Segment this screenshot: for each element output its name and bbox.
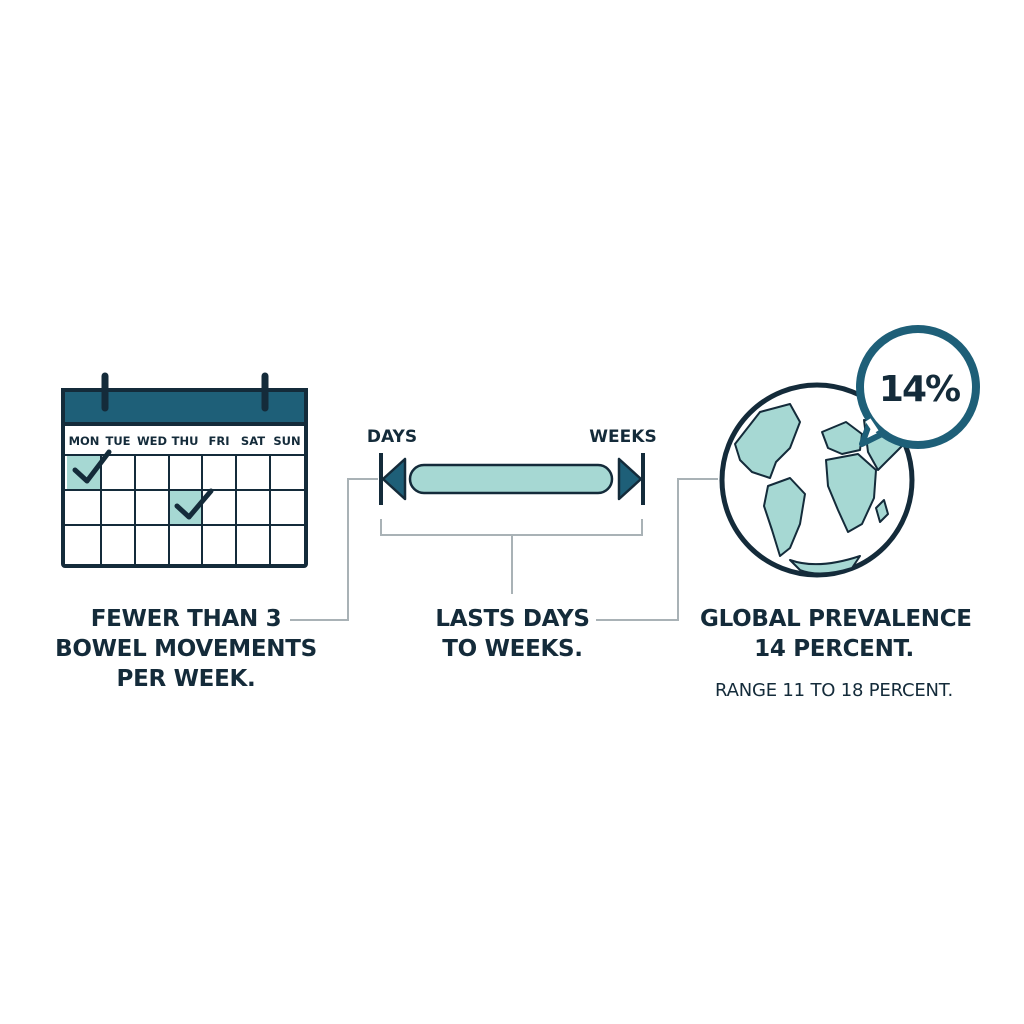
prevalence-badge-value: 14% [879, 369, 960, 410]
check-mark-icon [72, 449, 112, 484]
duration-caption: LASTS DAYS TO WEEKS. [405, 604, 620, 664]
day-label-thu: THU [172, 434, 199, 448]
connector-timeline-to-globe [596, 478, 718, 621]
duration-range-bar [408, 463, 614, 495]
duration-timeline: DAYS WEEKS [367, 427, 657, 594]
prevalence-caption-line-1: GLOBAL PREVALENCE [700, 606, 972, 632]
day-label-sat: SAT [241, 434, 265, 448]
globe-icon: 14% [719, 325, 980, 578]
prevalence-caption-line-2: 14 PERCENT. [754, 636, 914, 662]
arrow-right-icon [617, 457, 643, 501]
prevalence-caption: GLOBAL PREVALENCE 14 PERCENT. [700, 604, 972, 664]
duration-start-label: DAYS [367, 427, 417, 447]
connector-lines [290, 478, 718, 621]
calendar-grid [63, 454, 306, 566]
duration-end-label: WEEKS [589, 427, 656, 447]
duration-caption-line-2: TO WEEKS. [442, 636, 583, 662]
calendar-caption: FEWER THAN 3 BOWEL MOVEMENTS PER WEEK. [40, 604, 332, 694]
calendar-caption-line-1: FEWER THAN 3 [90, 606, 282, 632]
day-label-sun: SUN [273, 434, 300, 448]
day-label-wed: WED [137, 434, 167, 448]
calendar-caption-line-2: BOWEL MOVEMENTS [55, 636, 317, 662]
calendar-caption-line-3: PER WEEK. [116, 666, 256, 692]
day-label-fri: FRI [209, 434, 230, 448]
duration-bracket [380, 519, 643, 594]
arrow-left-icon [381, 457, 407, 501]
connector-calendar-to-timeline [290, 478, 378, 621]
calendar-header-bar [61, 388, 308, 426]
day-label-mon: MON [69, 434, 100, 448]
check-mark-icon [174, 488, 214, 520]
duration-caption-line-1: LASTS DAYS [435, 606, 590, 632]
prevalence-range-note: RANGE 11 TO 18 PERCENT. [715, 680, 953, 701]
globe-landmasses [734, 403, 907, 575]
prevalence-bubble [856, 325, 980, 449]
calendar-icon: MON TUE WED THU FRI SAT SUN [61, 372, 308, 568]
day-label-tue: TUE [105, 434, 130, 448]
